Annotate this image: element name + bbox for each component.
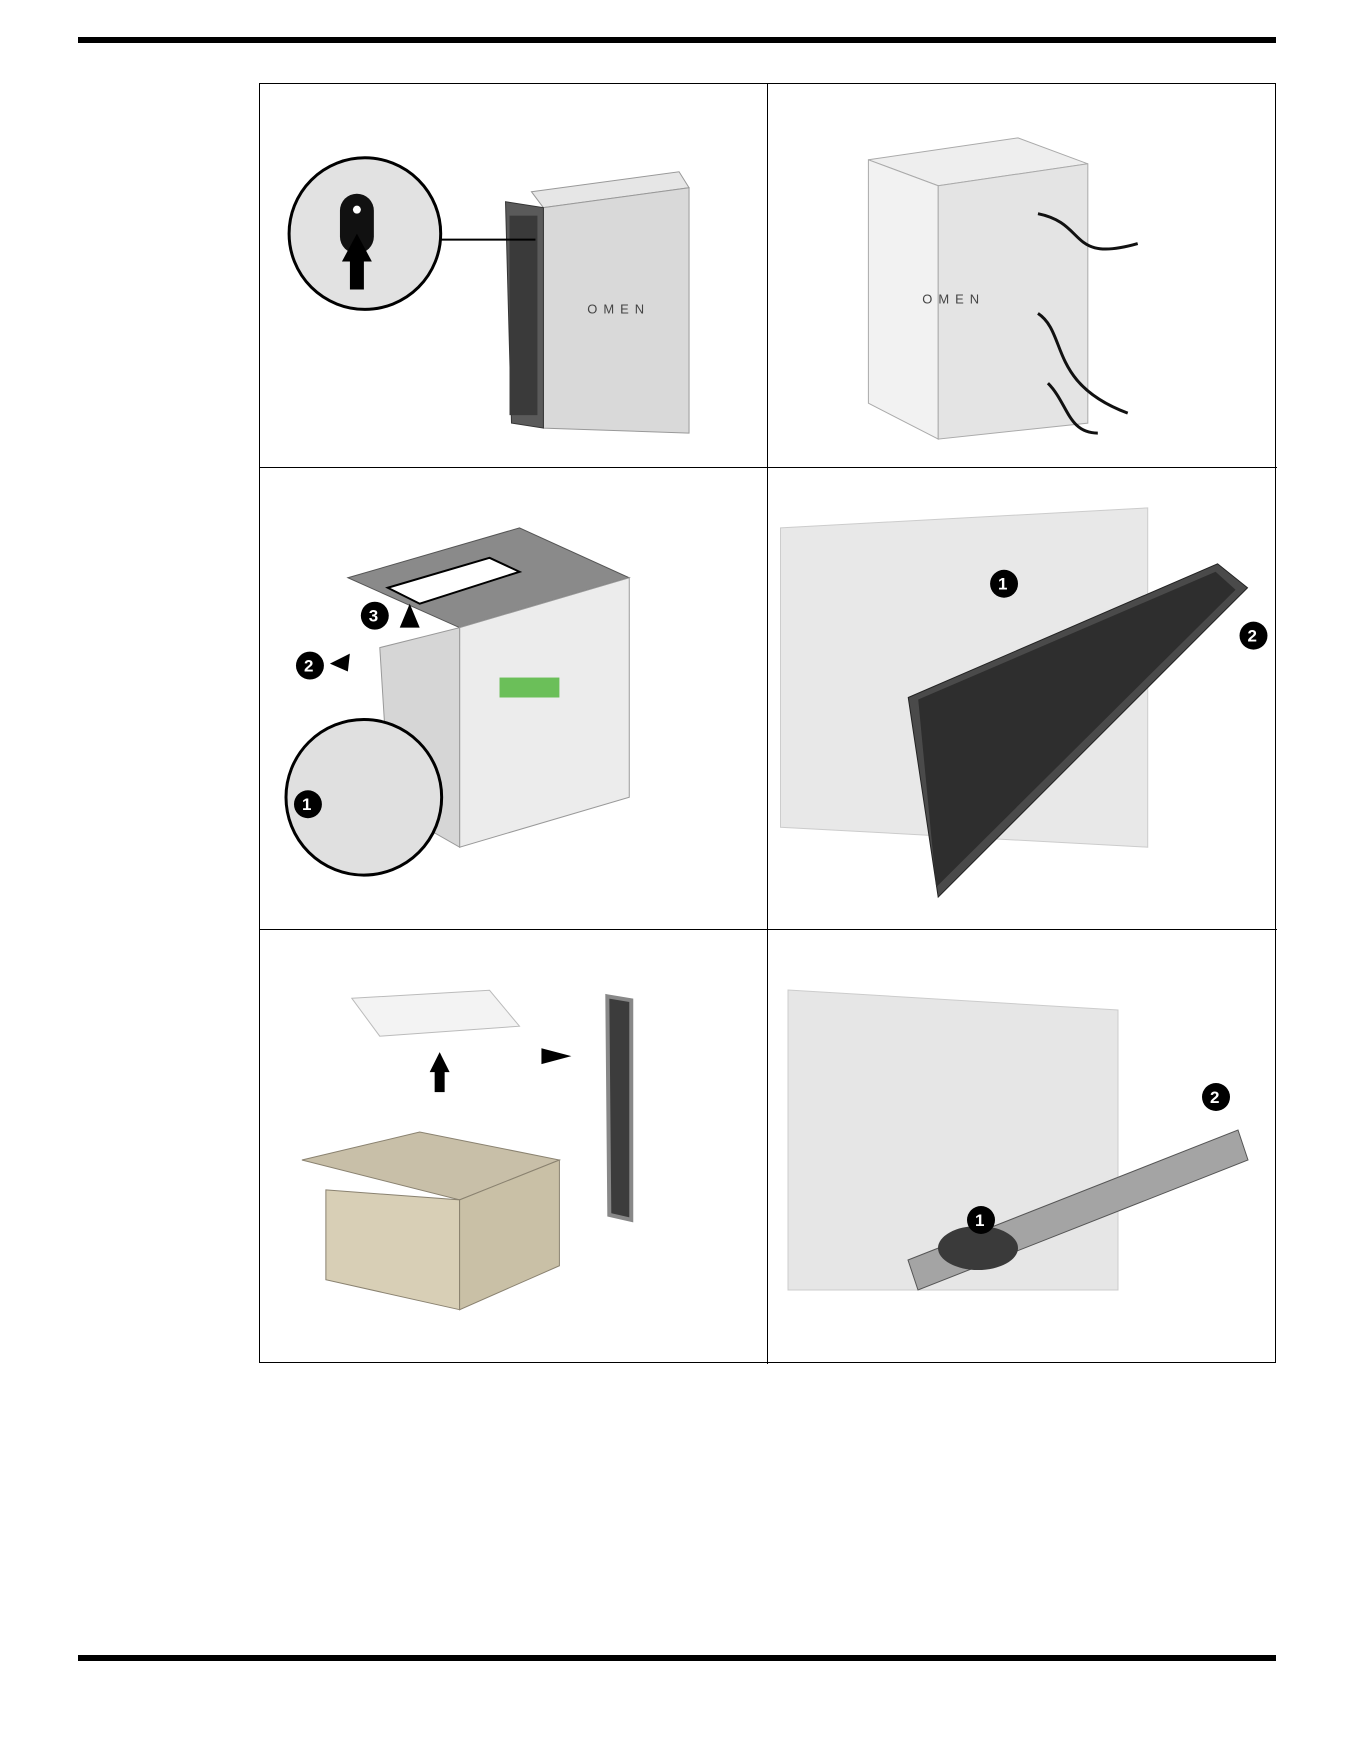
install-front-bezel-illustration: 1 2 xyxy=(768,930,1277,1364)
disconnect-cables-illustration: OMEN xyxy=(768,84,1277,467)
header-rule xyxy=(78,37,1276,43)
callout-2: 2 xyxy=(1248,627,1257,646)
remove-side-panel-illustration: 3 2 1 xyxy=(260,468,767,929)
footer-rule xyxy=(78,1655,1276,1661)
panel-install-front-bezel: 1 2 xyxy=(768,930,1277,1364)
panel-disconnect-cables: OMEN xyxy=(768,84,1277,468)
panel-remove-side-panel: 3 2 1 xyxy=(260,468,768,930)
callout-3: 3 xyxy=(369,607,378,626)
unpack-replacement-illustration xyxy=(260,930,767,1364)
panel-unpack-replacement-bezel xyxy=(260,930,768,1364)
rear-tower-logo: OMEN xyxy=(922,291,985,306)
remove-front-bezel-illustration: 1 2 xyxy=(768,468,1277,929)
tower-logo: OMEN xyxy=(587,301,650,316)
callout-2: 2 xyxy=(1210,1088,1219,1107)
callout-2: 2 xyxy=(304,657,313,676)
callout-1: 1 xyxy=(302,795,311,814)
callout-1: 1 xyxy=(975,1211,984,1230)
illustration-grid: OMEN OMEN 3 xyxy=(259,83,1276,1363)
power-button-illustration: OMEN xyxy=(260,84,767,467)
panel-press-power-button: OMEN xyxy=(260,84,768,468)
callout-1: 1 xyxy=(998,575,1007,594)
panel-remove-front-bezel: 1 2 xyxy=(768,468,1277,930)
